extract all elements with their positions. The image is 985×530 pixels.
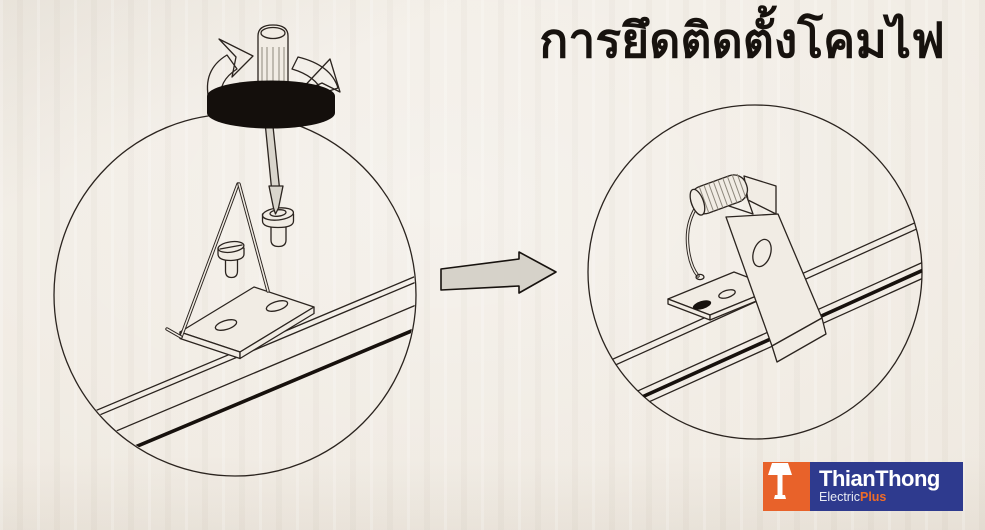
step1-illustration <box>53 24 417 477</box>
torsion-coil <box>689 173 749 216</box>
triangle-spring-bracket <box>165 182 270 339</box>
tagline-plus: Plus <box>859 490 887 505</box>
step1-circle-frame <box>53 113 417 477</box>
loose-screw <box>217 240 245 279</box>
brand-logo: ThianThong ElectricPlus <box>763 462 963 511</box>
screw-hole-filled <box>692 300 712 310</box>
page-title: การยึดติดตั้งโคมไฟ <box>539 15 945 68</box>
mounting-plate <box>179 286 315 360</box>
tagline-electric: Electric <box>819 490 860 505</box>
logo-mark <box>763 462 810 511</box>
logo-text: ThianThong ElectricPlus <box>810 462 963 511</box>
brand-tagline: ElectricPlus <box>819 490 963 505</box>
rotation-arrow-icon <box>206 38 341 129</box>
table-lamp-icon <box>768 463 792 499</box>
next-step-arrow-icon <box>440 251 557 294</box>
spring-clip-icon <box>685 173 827 363</box>
rotation-ring <box>207 80 335 129</box>
brand-name: ThianThong <box>819 466 940 492</box>
step2-illustration <box>587 104 923 440</box>
screw-with-washer <box>261 207 295 248</box>
